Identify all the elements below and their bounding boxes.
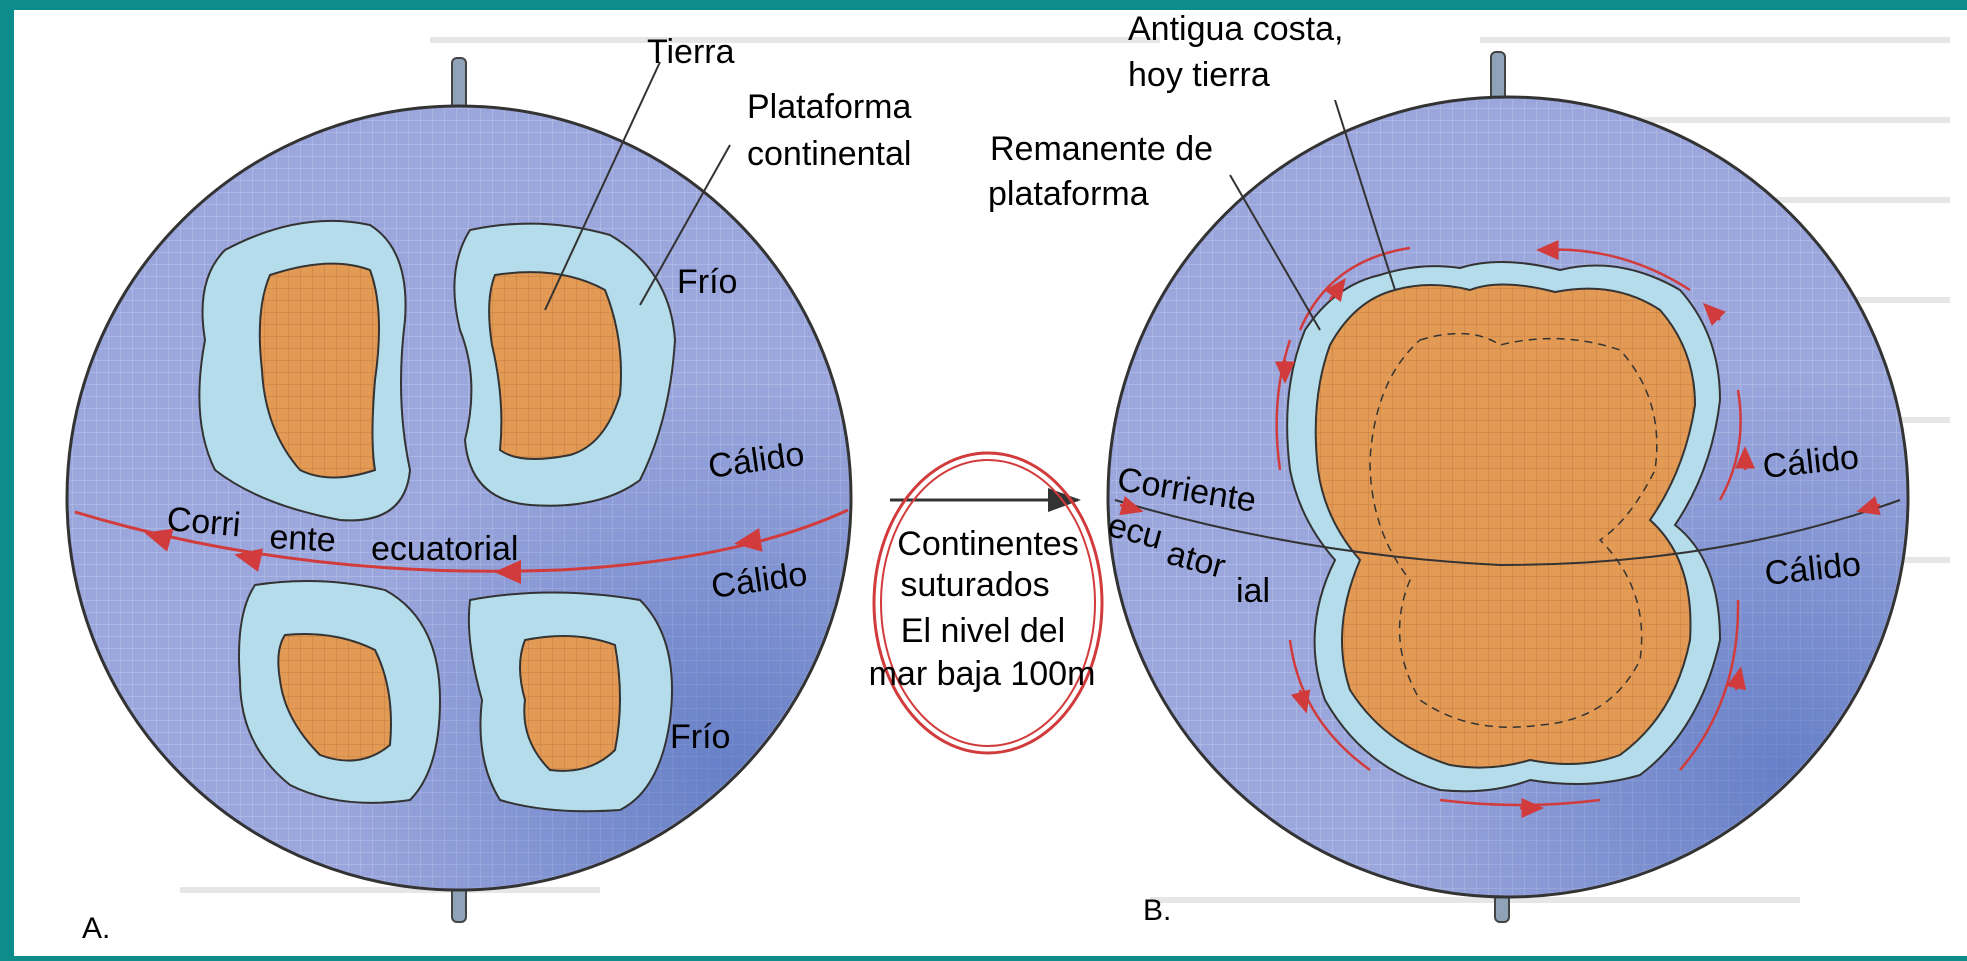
- old-coastline-b: [1369, 332, 1658, 728]
- label-remanente-line2: plataforma: [988, 175, 1149, 213]
- panel-letter-a: A.: [82, 912, 110, 945]
- middle-line2: suturados: [900, 566, 1049, 604]
- leader-remanente: [1229, 174, 1321, 331]
- label-ecuatorial-b-3: ial: [1236, 572, 1270, 610]
- transition: Continentes suturados El nivel del mar b…: [869, 451, 1104, 755]
- label-frio-top: Frío: [677, 263, 737, 301]
- leader-tierra: [544, 61, 661, 311]
- label-corriente-3: ecuatorial: [371, 530, 518, 568]
- label-antigua-line1: Antigua costa,: [1128, 10, 1343, 48]
- label-frio-bottom: Frío: [670, 718, 730, 756]
- middle-line3: El nivel del: [901, 612, 1065, 650]
- label-antigua-line2: hoy tierra: [1128, 56, 1270, 94]
- label-remanente-line1: Remanente de: [990, 130, 1213, 168]
- panel-letter-b: B.: [1143, 894, 1171, 927]
- globe-b: Antigua costa, hoy tierra Remanente de p…: [988, 10, 1910, 927]
- highlight-oval: [872, 451, 1104, 755]
- label-plataforma-line1: Plataforma: [747, 88, 911, 126]
- equator-b: [1114, 499, 1901, 567]
- label-plataforma-line2: continental: [747, 135, 911, 173]
- axis-stub-top-a: [451, 57, 467, 111]
- leader-antigua: [1334, 99, 1396, 291]
- leader-plataforma: [639, 144, 731, 306]
- middle-line1: Continentes: [897, 525, 1078, 563]
- globe-a: Tierra Plataforma continental Frío Cálid…: [65, 33, 911, 945]
- middle-line4: mar baja 100m: [869, 655, 1096, 693]
- label-corriente-2: ente: [269, 518, 337, 559]
- label-corriente-1: Corri: [165, 500, 242, 544]
- label-tierra: Tierra: [647, 33, 735, 71]
